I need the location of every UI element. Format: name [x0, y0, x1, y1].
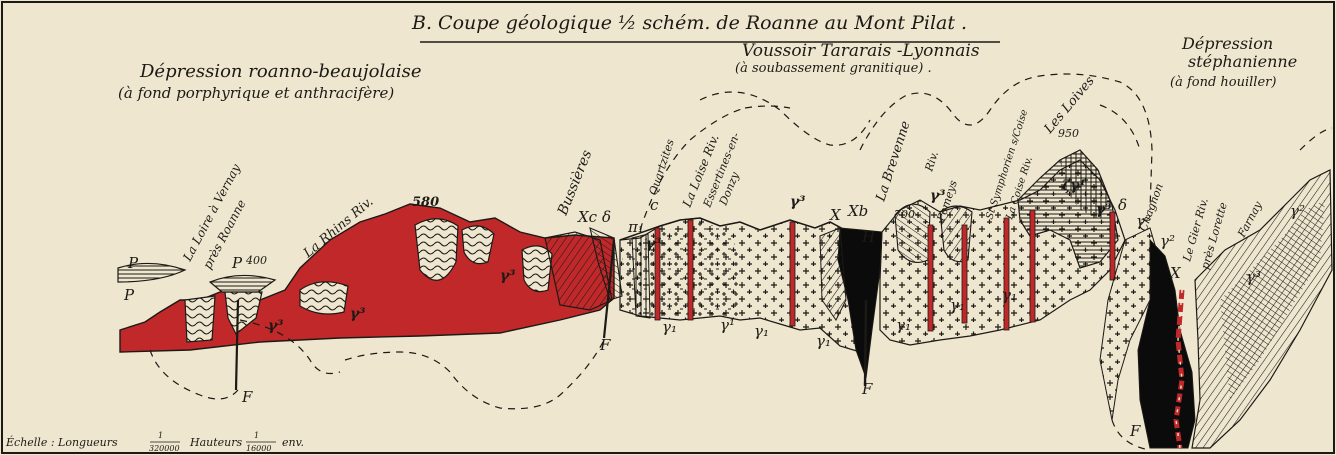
region-middle-note: (à soubassement granitique) . [735, 61, 932, 76]
elevation-700: 700 [894, 208, 915, 221]
region-left-name: Dépression roanno-beaujolaise [139, 61, 422, 82]
svg-text:γ²: γ² [1160, 232, 1175, 250]
svg-text:γ³: γ³ [1246, 268, 1261, 286]
scale-height-den: 16000 [246, 444, 271, 453]
svg-text:δ: δ [1118, 196, 1127, 214]
svg-text:γ²: γ² [1136, 212, 1151, 230]
red-dyke-2 [688, 220, 693, 320]
svg-text:X: X [829, 206, 842, 224]
region-right-name-1: Dépression [1181, 34, 1273, 53]
dashed-arc-2 [700, 92, 870, 145]
svg-text:γ₁: γ₁ [662, 318, 677, 336]
svg-text:γ₁: γ₁ [950, 296, 965, 314]
elevation-580: 580 [412, 195, 439, 210]
scale-heights-label: Hauteurs [189, 436, 243, 449]
svg-text:γ³: γ³ [1096, 202, 1111, 218]
svg-text:γ³: γ³ [500, 268, 515, 284]
svg-text:γ₁: γ₁ [1002, 286, 1017, 304]
svg-text:γ₁: γ₁ [754, 322, 769, 340]
svg-text:γ²: γ² [1290, 202, 1305, 220]
svg-text:P: P [127, 254, 139, 272]
place-quartzites: Quartzites [646, 137, 676, 197]
svg-text:Xb: Xb [847, 202, 868, 220]
dashed-curve-3 [345, 340, 604, 409]
place-brevenne-2: Riv. [922, 150, 941, 174]
svg-text:P: P [123, 286, 135, 304]
svg-text:ζγ¹: ζγ¹ [1062, 178, 1086, 194]
scale-suffix: env. [282, 436, 304, 449]
svg-text:γ³: γ³ [350, 306, 365, 322]
svg-text:P: P [231, 254, 243, 272]
region-right-name-2: stéphanienne [1188, 52, 1297, 71]
red-dyke-8 [1110, 212, 1115, 280]
region-left-note: (à fond porphyrique et anthracifère) [118, 84, 394, 102]
svg-text:γ³: γ³ [790, 194, 805, 210]
svg-text:H: H [861, 228, 876, 246]
figure-title: B. Coupe géologique ½ schém. de Roanne a… [411, 12, 967, 34]
svg-text:δ: δ [602, 208, 611, 226]
svg-text:γ³: γ³ [646, 236, 661, 252]
elevation-400: 400 [245, 254, 267, 267]
dashed-curve-1 [150, 350, 238, 399]
svg-text:γ₁: γ₁ [816, 332, 831, 350]
svg-text:γ³: γ³ [268, 318, 283, 334]
scale-height-num: 1 [254, 431, 259, 440]
scale-label: Échelle : Longueurs [5, 435, 118, 449]
red-dyke-3 [790, 222, 795, 326]
svg-text:X: X [1169, 264, 1182, 282]
elevation-950: 950 [1058, 127, 1079, 140]
red-dyke-6 [1004, 218, 1009, 330]
region-right-note: (à fond houiller) [1170, 75, 1276, 90]
region-middle-name: Voussoir Tararais -Lyonnais [742, 41, 980, 61]
svg-text:γ₁: γ₁ [896, 316, 911, 334]
fault-line-3 [865, 300, 866, 386]
svg-text:F: F [861, 380, 873, 398]
svg-text:F: F [1129, 422, 1141, 440]
svg-text:γ³: γ³ [930, 188, 945, 204]
red-dyke-7 [1030, 210, 1035, 322]
svg-text:π₁: π₁ [627, 218, 644, 236]
svg-text:c: c [650, 196, 659, 214]
place-brevenne: La Brevenne [873, 119, 913, 204]
svg-text:F: F [599, 336, 611, 354]
scale-length-num: 1 [158, 431, 163, 440]
scale-note: Échelle : Longueurs 1 320000 Hauteurs 1 … [5, 431, 304, 453]
svg-text:F: F [241, 388, 253, 406]
red-dyke-4 [928, 225, 933, 331]
scale-length-den: 320000 [149, 444, 180, 453]
svg-text:γ¹: γ¹ [720, 316, 735, 334]
svg-text:Xc: Xc [577, 208, 598, 226]
